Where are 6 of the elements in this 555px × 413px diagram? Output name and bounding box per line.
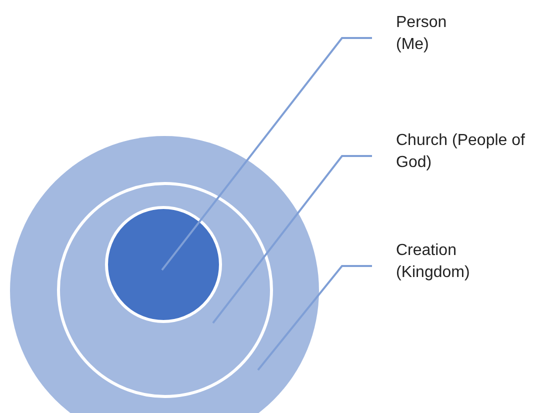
label-text: Church (People of God) [372, 130, 532, 174]
leader-line [161, 37, 372, 271]
label-text: Creation (Kingdom) [372, 240, 532, 284]
leader-line [257, 265, 372, 371]
leader-line [212, 155, 372, 324]
label-text: Person (Me) [372, 12, 482, 56]
